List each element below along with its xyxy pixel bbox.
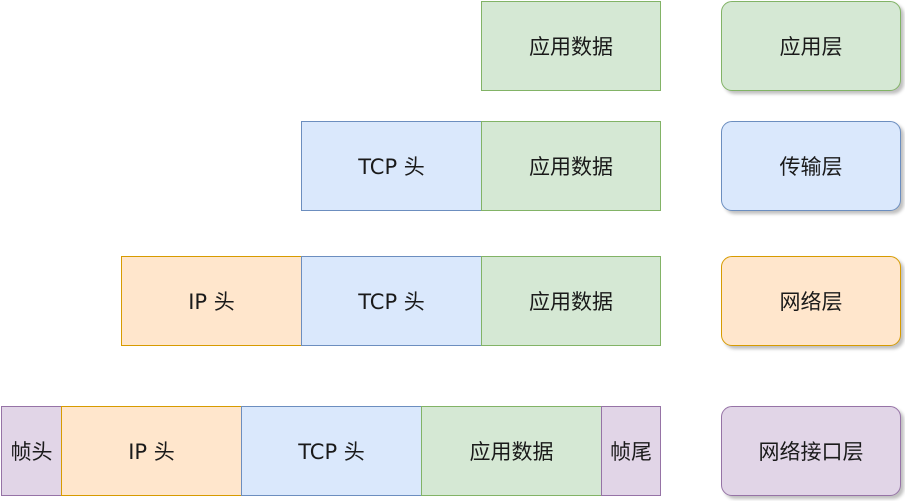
- layer-application: 应用层: [721, 1, 901, 91]
- row4-frame-trailer: 帧尾: [601, 406, 661, 496]
- row4-app-data: 应用数据: [421, 406, 602, 496]
- row4-tcp-header: TCP 头: [241, 406, 422, 496]
- row1-app-data: 应用数据: [481, 1, 661, 91]
- row3-app-data: 应用数据: [481, 256, 661, 346]
- row3-ip-header: IP 头: [121, 256, 302, 346]
- layer-network-interface: 网络接口层: [721, 406, 901, 496]
- row4-frame-header: 帧头: [1, 406, 62, 496]
- row2-tcp-header: TCP 头: [301, 121, 482, 211]
- layer-network: 网络层: [721, 256, 901, 346]
- row3-tcp-header: TCP 头: [301, 256, 482, 346]
- row4-ip-header: IP 头: [61, 406, 242, 496]
- layer-transport: 传输层: [721, 121, 901, 211]
- row2-app-data: 应用数据: [481, 121, 661, 211]
